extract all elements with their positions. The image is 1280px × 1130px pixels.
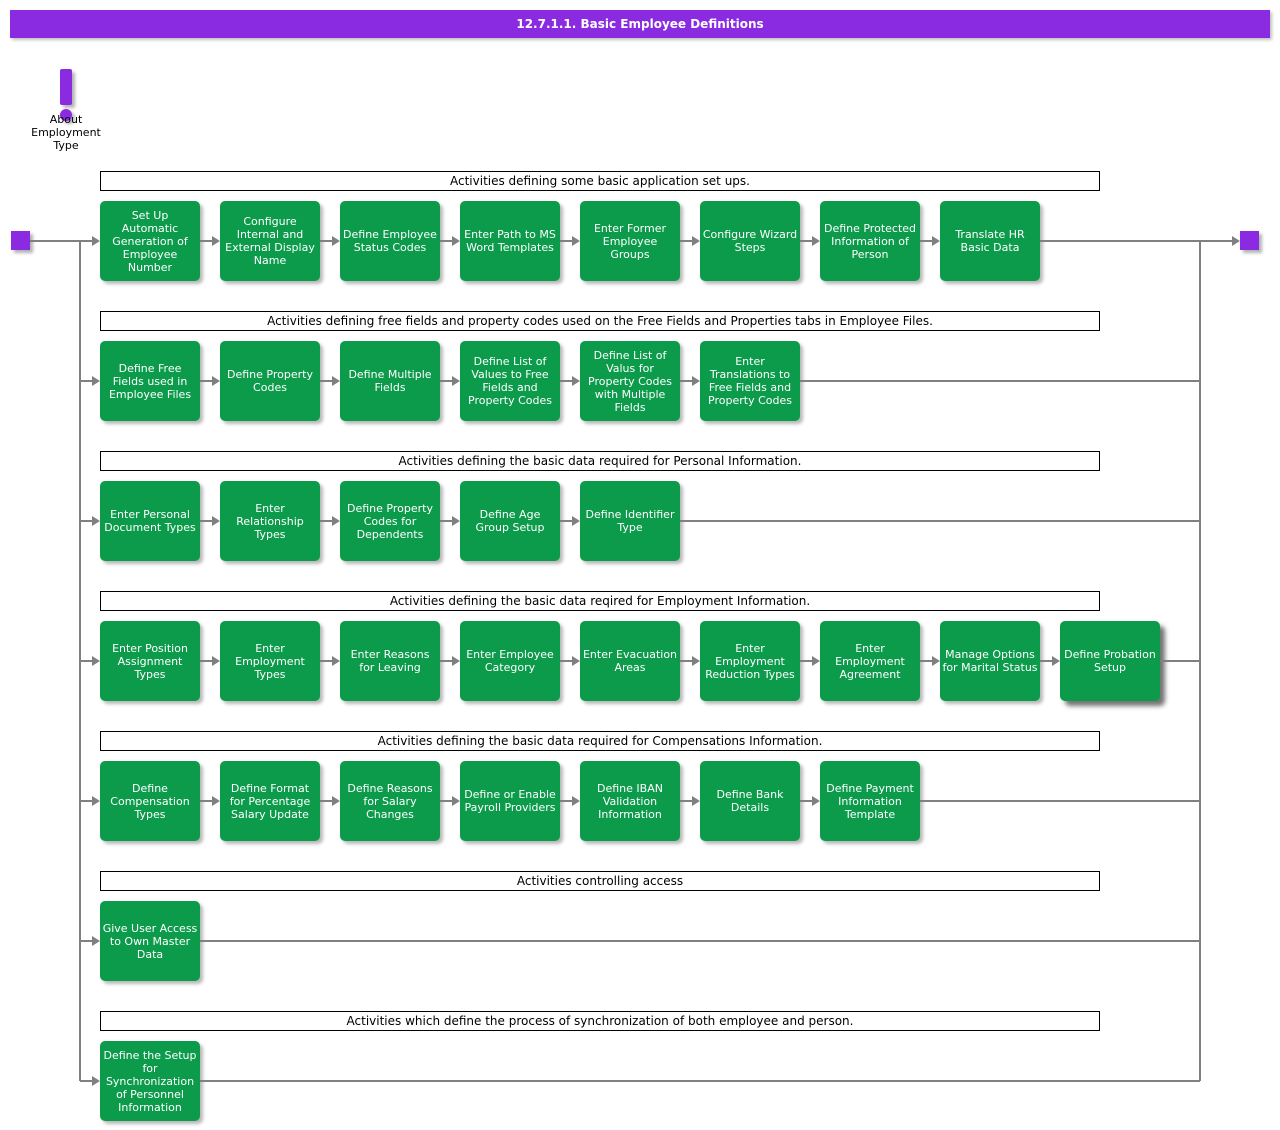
task-box[interactable]: Enter Employment Agreement (820, 621, 920, 701)
flow-arrow (440, 517, 460, 525)
flow-arrow (560, 797, 580, 805)
flow-arrow (200, 377, 220, 385)
task-box[interactable]: Enter Relationship Types (220, 481, 320, 561)
exclamation-icon-dot[interactable] (60, 109, 72, 121)
flow-arrow (320, 657, 340, 665)
flow-arrow (1040, 657, 1060, 665)
flow-arrow (80, 517, 100, 525)
flow-arrow (80, 937, 100, 945)
task-box[interactable]: Enter Evacuation Areas (580, 621, 680, 701)
flow-arrow (560, 237, 580, 245)
task-box[interactable]: Define Payment Information Template (820, 761, 920, 841)
flow-arrow (680, 657, 700, 665)
task-box[interactable]: Enter Employee Category (460, 621, 560, 701)
task-box[interactable]: Enter Employment Reduction Types (700, 621, 800, 701)
task-box[interactable]: Translate HR Basic Data (940, 201, 1040, 281)
flow-arrow (680, 797, 700, 805)
flow-arrow (920, 657, 940, 665)
flow-line (200, 1080, 1200, 1082)
flow-arrow (80, 377, 100, 385)
task-box[interactable]: Define Probation Setup (1060, 621, 1160, 701)
task-box[interactable]: Enter Employment Types (220, 621, 320, 701)
flow-arrow (560, 657, 580, 665)
flow-arrow (320, 237, 340, 245)
task-box[interactable]: Enter Personal Document Types (100, 481, 200, 561)
flow-line (200, 940, 1200, 942)
flow-arrow (680, 377, 700, 385)
task-box[interactable]: Define Compensation Types (100, 761, 200, 841)
task-box[interactable]: Define Employee Status Codes (340, 201, 440, 281)
task-box[interactable]: Manage Options for Marital Status (940, 621, 1040, 701)
task-box[interactable]: Define Reasons for Salary Changes (340, 761, 440, 841)
task-box[interactable]: Set Up Automatic Generation of Employee … (100, 201, 200, 281)
task-box[interactable]: Define Bank Details (700, 761, 800, 841)
section-header: Activities controlling access (100, 871, 1100, 891)
flow-arrow (440, 237, 460, 245)
task-box[interactable]: Define Property Codes (220, 341, 320, 421)
flow-line (800, 380, 1200, 382)
task-box[interactable]: Configure Internal and External Display … (220, 201, 320, 281)
task-box[interactable]: Configure Wizard Steps (700, 201, 800, 281)
task-box[interactable]: Define the Setup for Synchronization of … (100, 1041, 200, 1121)
task-box[interactable]: Enter Reasons for Leaving (340, 621, 440, 701)
flow-arrow (200, 797, 220, 805)
flow-arrow (560, 517, 580, 525)
flow-arrow (920, 237, 940, 245)
flow-arrow (200, 657, 220, 665)
task-box[interactable]: Give User Access to Own Master Data (100, 901, 200, 981)
task-box[interactable]: Define Age Group Setup (460, 481, 560, 561)
start-node (11, 231, 30, 250)
flow-arrow (800, 237, 820, 245)
task-box[interactable]: Define Multiple Fields (340, 341, 440, 421)
flow-line (920, 800, 1200, 802)
section-header: Activities defining the basic data requi… (100, 731, 1100, 751)
section-header: Activities defining free fields and prop… (100, 311, 1100, 331)
flow-line (680, 520, 1200, 522)
flow-arrow (440, 797, 460, 805)
flow-line (1160, 660, 1200, 662)
flow-arrow (80, 1077, 100, 1085)
task-box[interactable]: Define Identifier Type (580, 481, 680, 561)
task-box[interactable]: Define or Enable Payroll Providers (460, 761, 560, 841)
flow-arrow (320, 797, 340, 805)
end-node (1240, 231, 1259, 250)
left-bus-line (79, 241, 81, 1081)
flow-arrow (320, 377, 340, 385)
flow-arrow (440, 657, 460, 665)
flow-arrow (30, 237, 100, 245)
flow-arrow (200, 517, 220, 525)
task-box[interactable]: Enter Path to MS Word Templates (460, 201, 560, 281)
flow-arrow (800, 657, 820, 665)
section-header: Activities defining the basic data reqir… (100, 591, 1100, 611)
flow-arrow (440, 377, 460, 385)
task-box[interactable]: Define List of Valus for Property Codes … (580, 341, 680, 421)
flow-arrow (80, 657, 100, 665)
task-box[interactable]: Enter Former Employee Groups (580, 201, 680, 281)
task-box[interactable]: Define IBAN Validation Information (580, 761, 680, 841)
flow-arrow (800, 797, 820, 805)
task-box[interactable]: Define List of Values to Free Fields and… (460, 341, 560, 421)
section-header: Activities defining the basic data requi… (100, 451, 1100, 471)
task-box[interactable]: Enter Translations to Free Fields and Pr… (700, 341, 800, 421)
section-header: Activities defining some basic applicati… (100, 171, 1100, 191)
task-box[interactable]: Define Protected Information of Person (820, 201, 920, 281)
page-title: 12.7.1.1. Basic Employee Definitions (10, 10, 1270, 38)
flow-arrow (80, 797, 100, 805)
flow-arrow (320, 517, 340, 525)
task-box[interactable]: Define Free Fields used in Employee File… (100, 341, 200, 421)
flow-arrow (680, 237, 700, 245)
exclamation-icon[interactable] (60, 69, 72, 105)
note-label[interactable]: About Employment Type (31, 113, 101, 152)
section-header: Activities which define the process of s… (100, 1011, 1100, 1031)
flow-arrow (200, 237, 220, 245)
task-box[interactable]: Define Property Codes for Dependents (340, 481, 440, 561)
task-box[interactable]: Enter Position Assignment Types (100, 621, 200, 701)
flow-arrow (560, 377, 580, 385)
flow-arrow (1040, 237, 1240, 245)
task-box[interactable]: Define Format for Percentage Salary Upda… (220, 761, 320, 841)
